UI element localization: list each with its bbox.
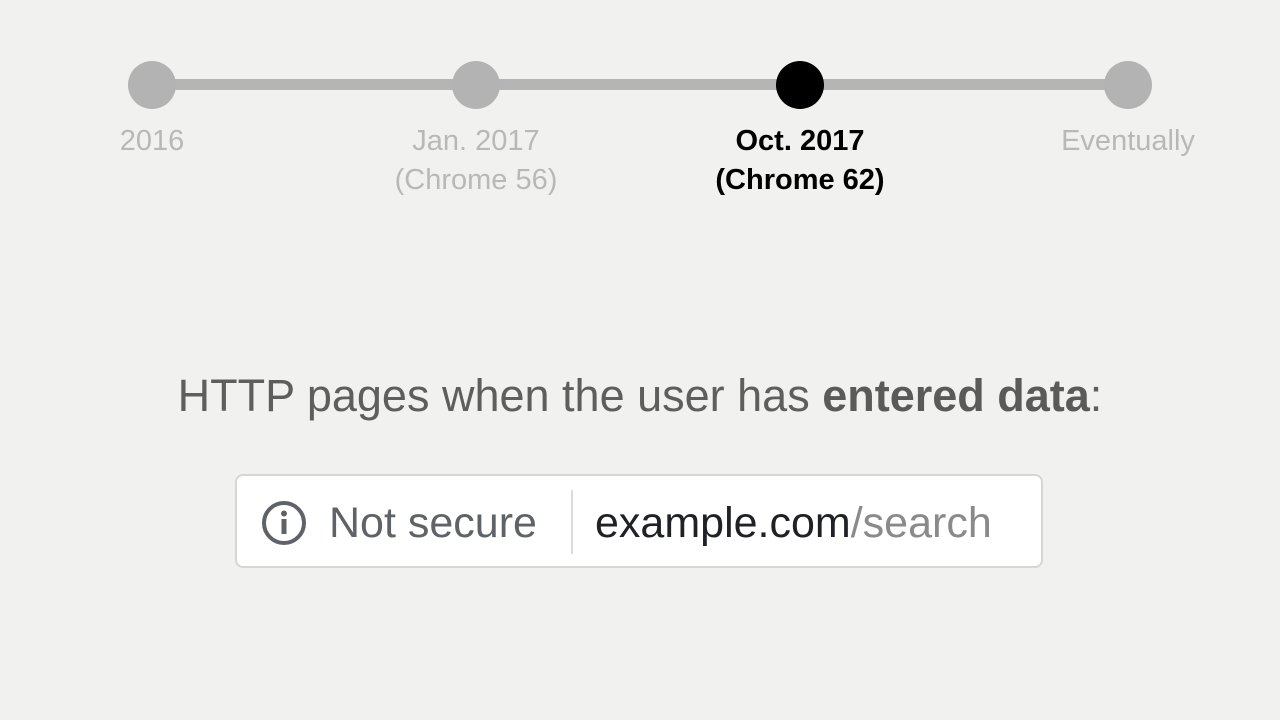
address-bar[interactable]: Not secure example.com/search — [235, 474, 1043, 568]
address-bar-divider — [571, 490, 573, 554]
milestone-line2: (Chrome 56) — [394, 164, 558, 196]
heading-suffix: : — [1089, 370, 1103, 421]
timeline-dot — [128, 61, 176, 109]
milestone-label: 2016 — [42, 122, 262, 161]
timeline-track — [152, 79, 1128, 90]
milestone-line1: 2016 — [119, 125, 185, 157]
milestone-line1: Jan. 2017 — [412, 125, 540, 157]
milestone-line2: (Chrome 62) — [715, 164, 885, 196]
url-text[interactable]: example.com/search — [595, 496, 992, 550]
timeline-dot — [452, 61, 500, 109]
url-host: example.com — [595, 499, 851, 547]
security-status-label[interactable]: Not secure — [329, 499, 537, 547]
info-icon[interactable] — [261, 500, 307, 546]
url-path: /search — [850, 499, 992, 547]
milestone-label: Oct. 2017 (Chrome 62) — [690, 122, 910, 200]
timeline-dot — [1104, 61, 1152, 109]
milestone-line1: Eventually — [1061, 125, 1195, 157]
milestone-label: Eventually — [1018, 122, 1238, 161]
heading-prefix: HTTP pages when the user has — [177, 370, 823, 421]
slide-heading: HTTP pages when the user has entered dat… — [0, 368, 1280, 424]
heading-emphasis: entered data — [822, 370, 1090, 421]
milestone-line1: Oct. 2017 — [735, 125, 865, 157]
timeline-dot-active — [776, 61, 824, 109]
milestone-label: Jan. 2017 (Chrome 56) — [366, 122, 586, 200]
